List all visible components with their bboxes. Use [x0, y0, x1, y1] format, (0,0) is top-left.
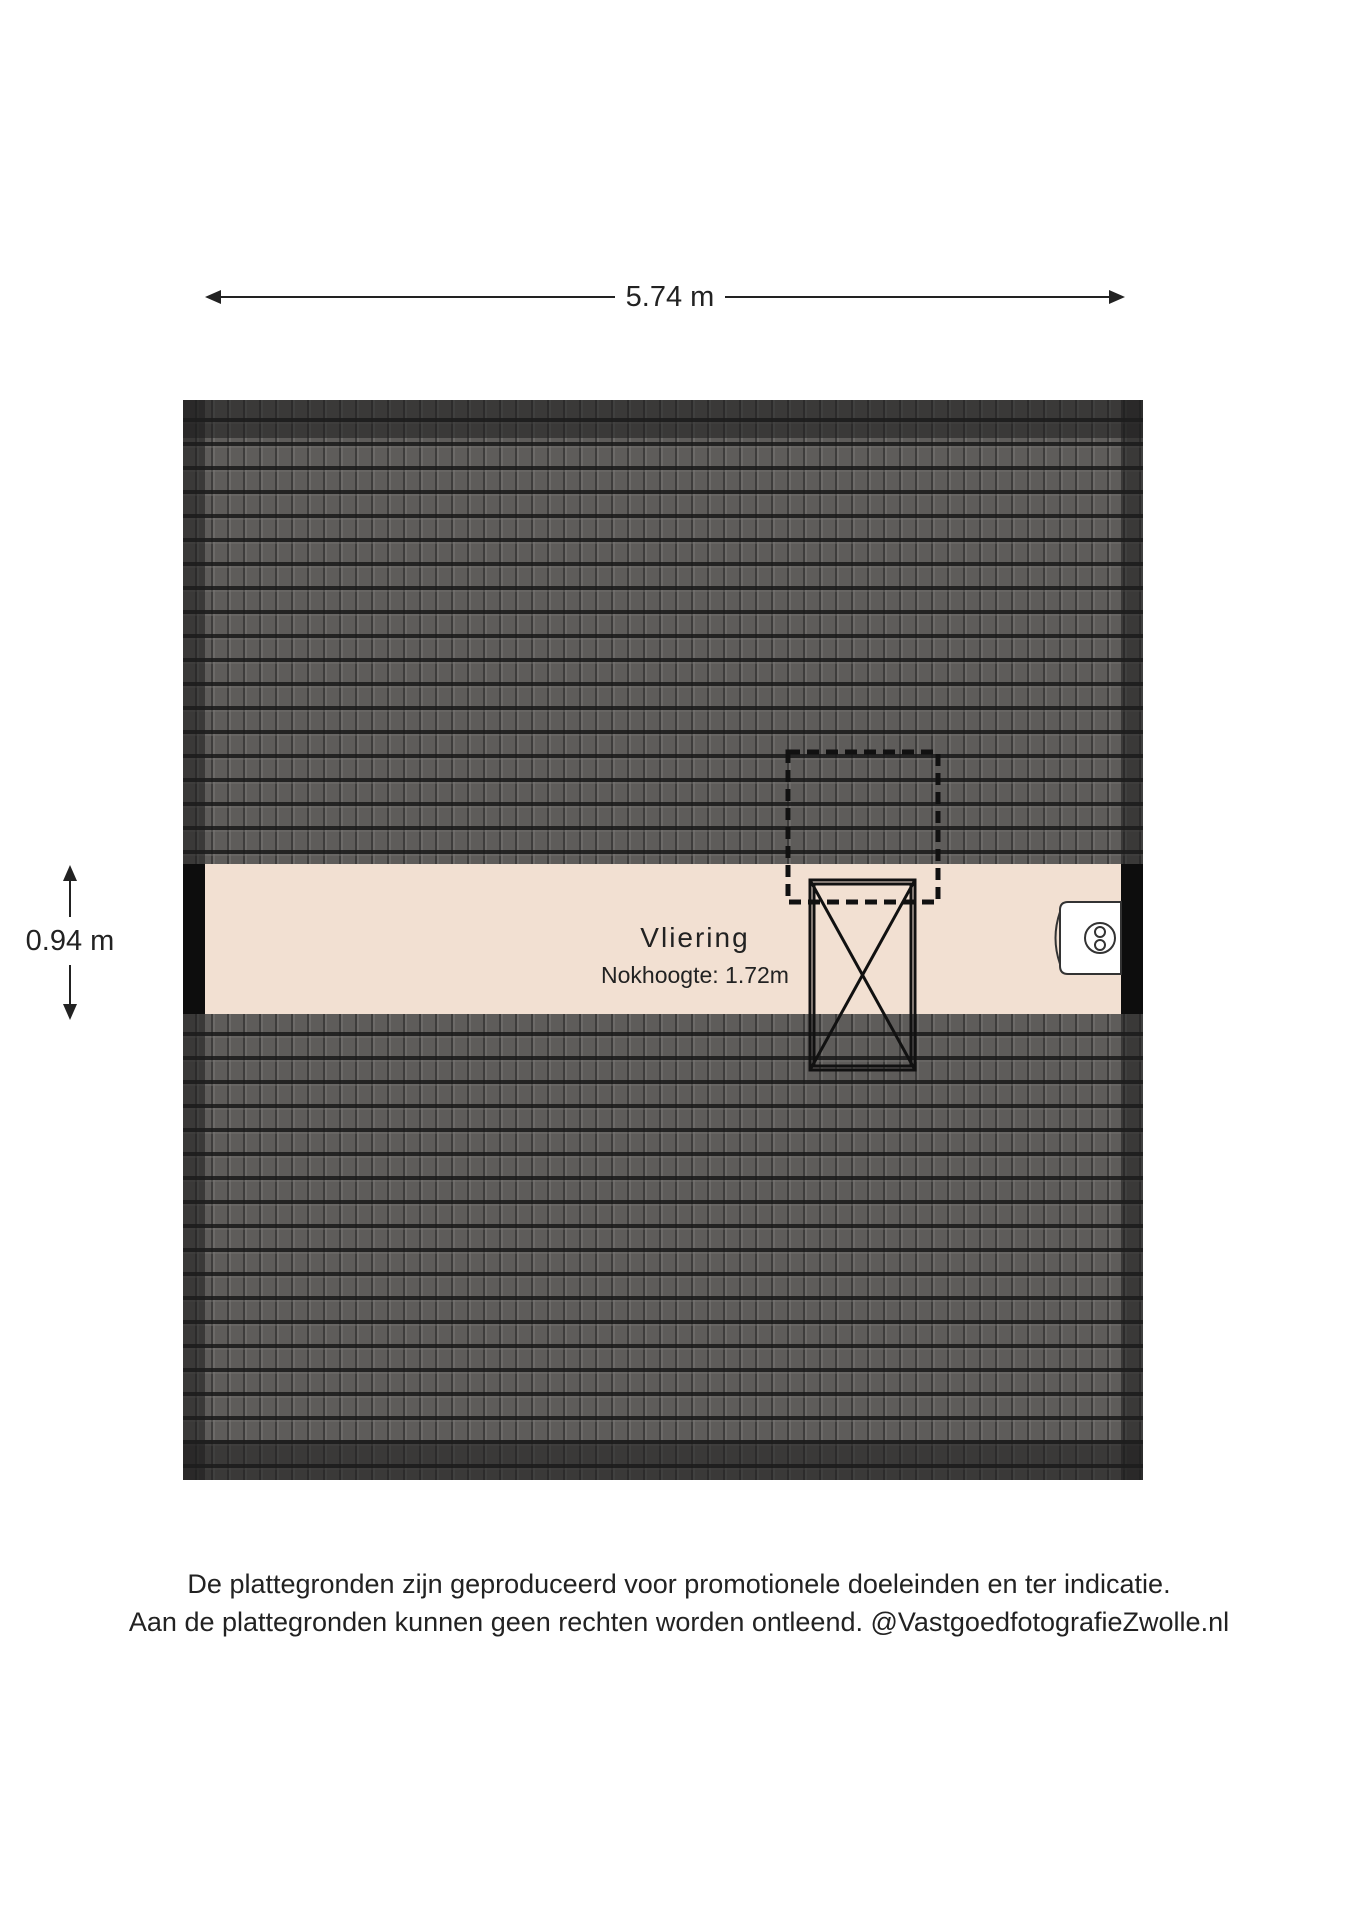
room-name: Vliering [640, 922, 750, 953]
boiler-icon [1054, 901, 1122, 975]
disclaimer-line-1: De plattegronden zijn geproduceerd voor … [187, 1569, 1171, 1599]
dimension-line [69, 965, 71, 1007]
skylight-outline [785, 749, 941, 905]
disclaimer: De plattegronden zijn geproduceerd voor … [0, 1565, 1358, 1641]
arrow-left-icon [205, 290, 221, 304]
room-vliering: Vliering Nokhoogte: 1.72m [205, 864, 1121, 1014]
wall-left [183, 864, 205, 1014]
width-dimension: 5.74 m [205, 280, 1125, 314]
depth-label: 0.94 m [25, 925, 115, 957]
roof-tiles-top [183, 400, 1143, 864]
ridge-height-label: Nokhoogte: 1.72m [601, 962, 789, 988]
dimension-line [215, 296, 615, 298]
attic-hatch-icon [808, 878, 917, 1072]
floor-plan: Vliering Nokhoogte: 1.72m [183, 400, 1143, 1480]
plan-symbols [785, 749, 1122, 1072]
wall-right [1121, 864, 1143, 1014]
width-label: 5.74 m [625, 281, 715, 313]
dimension-line [69, 877, 71, 917]
dimension-line [725, 296, 1115, 298]
arrow-right-icon [1109, 290, 1125, 304]
arrow-down-icon [63, 1004, 77, 1020]
depth-dimension: 0.94 m [20, 865, 120, 1020]
roof-tiles-bottom [183, 1014, 1143, 1480]
arrow-up-icon [63, 865, 77, 881]
disclaimer-line-2: Aan de plattegronden kunnen geen rechten… [128, 1607, 1230, 1637]
